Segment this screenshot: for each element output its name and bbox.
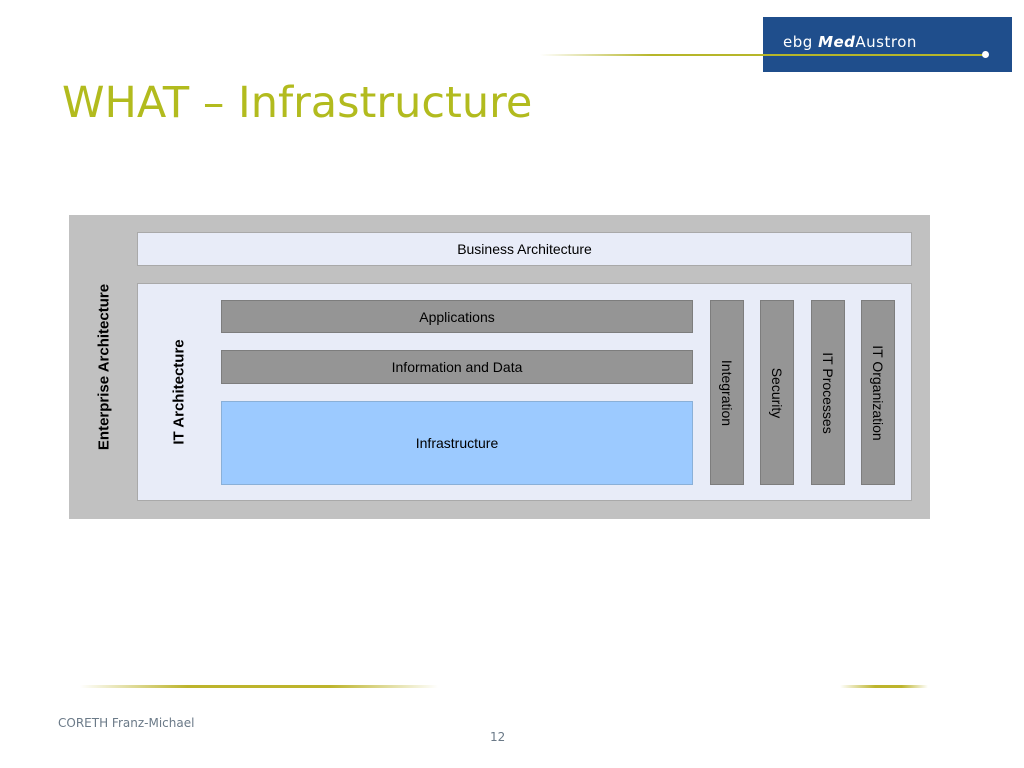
header-divider [540,54,986,56]
logo-box [763,17,1012,72]
footer-divider-right [840,685,928,688]
logo-austron: Austron [855,33,917,51]
footer-divider-left [80,685,438,688]
it-organization-pillar: IT Organization [861,300,895,485]
author-name: CORETH Franz-Michael [58,716,195,730]
logo-ebg: ebg [783,33,813,51]
applications-layer: Applications [221,300,693,333]
information-data-layer: Information and Data [221,350,693,384]
it-processes-pillar: IT Processes [811,300,845,485]
information-data-label: Information and Data [391,359,523,375]
it-processes-label: IT Processes [820,351,836,434]
page-number: 12 [490,730,506,744]
business-architecture-label: Business Architecture [457,241,592,257]
security-pillar: Security [760,300,794,485]
company-logo: ebg MedAustron [783,33,917,51]
it-architecture-label: IT Architecture [170,339,188,445]
applications-label: Applications [419,308,495,325]
enterprise-architecture-label: Enterprise Architecture [95,283,113,451]
header-divider-dot [982,51,989,58]
it-organization-label: IT Organization [870,344,886,441]
page-title: WHAT – Infrastructure [62,78,533,128]
business-architecture-box: Business Architecture [137,232,912,266]
integration-label: Integration [719,359,735,426]
infrastructure-label: Infrastructure [415,435,499,451]
infrastructure-layer: Infrastructure [221,401,693,485]
logo-med: Med [818,33,856,51]
integration-pillar: Integration [710,300,744,485]
security-label: Security [769,367,785,418]
